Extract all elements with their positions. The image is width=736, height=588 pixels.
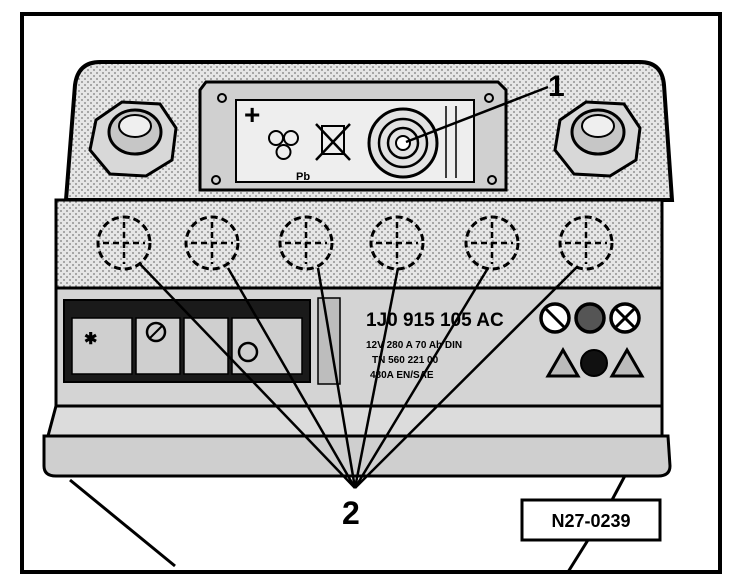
explosive-warning-icon [609, 346, 645, 378]
cell-cap [184, 215, 240, 271]
reference-leader [566, 539, 590, 573]
cell-cap [558, 215, 614, 271]
eye-protection-icon [574, 302, 606, 334]
terminal-left [88, 100, 178, 178]
callout-2: 2 [342, 495, 360, 531]
callout-1-leader [405, 85, 549, 144]
cell-caps [96, 215, 614, 271]
vertical-strip [317, 297, 341, 385]
strap-line-left [69, 478, 176, 568]
callout-1: 1 [548, 70, 565, 103]
manual-icon [580, 349, 608, 377]
cell-cap [96, 215, 152, 271]
spec-line-3: 480A EN/SAE [370, 370, 434, 381]
reference-code: N27-0239 [551, 511, 630, 531]
recycle-icon [268, 130, 299, 160]
battery-body [46, 404, 664, 438]
cell-cap [464, 215, 520, 271]
pb-mark: Pb [296, 171, 310, 183]
plus-symbol: + [244, 99, 260, 130]
charge-indicator-icon [367, 107, 439, 179]
battery-base [42, 434, 672, 478]
centre-panel: + Pb [198, 80, 508, 192]
spec-line-1: 12V 280 A 70 Ah DIN [366, 340, 462, 351]
figure-frame [20, 12, 722, 574]
cell-cap [369, 215, 425, 271]
cell-cap-strip [54, 198, 664, 290]
reference-code-box [520, 498, 662, 542]
safety-icons [539, 302, 645, 378]
corrosive-warning-icon [545, 346, 581, 378]
cell-cap [278, 215, 334, 271]
svg-text:✱: ✱ [84, 331, 97, 348]
spec-line-2: TN 560 221 00 [372, 355, 439, 366]
no-bin-icon [315, 123, 351, 161]
terminal-right [553, 100, 642, 178]
callout-2-leaders [139, 263, 579, 489]
part-number: 1J0 915 105 AC [366, 310, 504, 331]
